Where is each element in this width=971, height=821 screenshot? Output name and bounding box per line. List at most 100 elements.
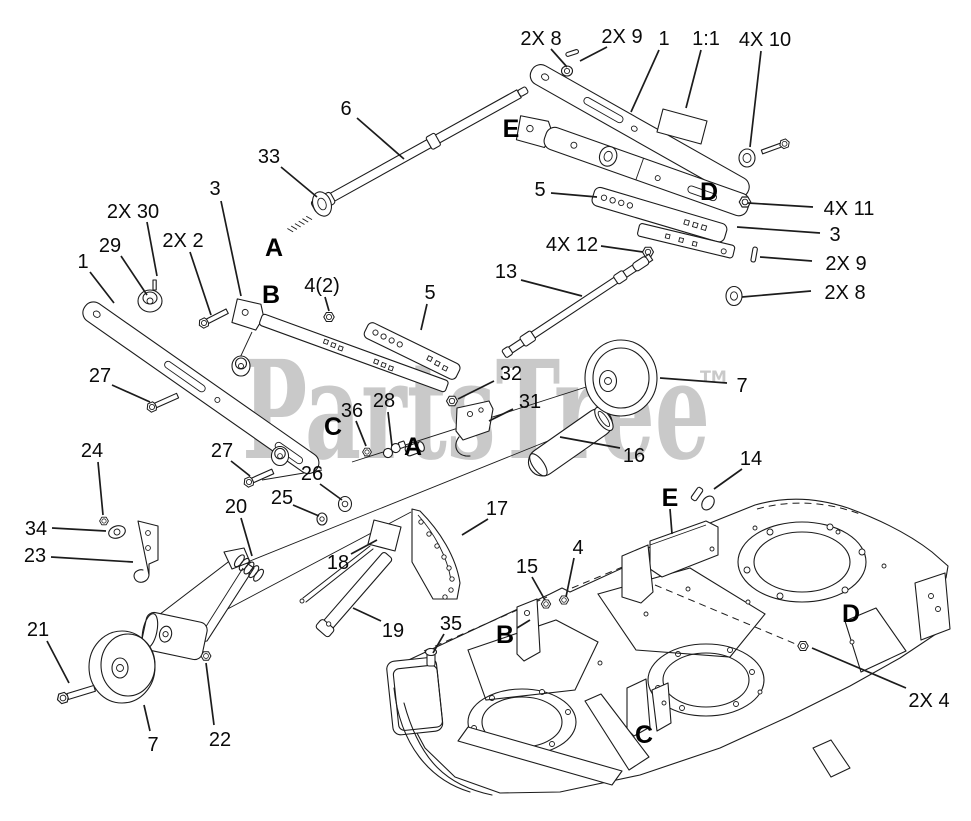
sector-plate-17 — [411, 508, 461, 600]
bushing-upper — [231, 355, 251, 377]
callout-14: 14 — [740, 448, 762, 470]
leader-line-4 — [565, 557, 575, 598]
blade-19 — [315, 552, 393, 638]
leader-line-20 — [240, 517, 253, 557]
pin-2x9-top — [565, 49, 580, 57]
callout-2x-30: 2X 30 — [107, 201, 159, 223]
leader-line-4x-10 — [749, 50, 762, 148]
callout-5: 5 — [534, 179, 545, 201]
index-plate-mid-5 — [363, 322, 461, 380]
deck-box-bracket — [386, 657, 444, 736]
leader-line-34 — [51, 527, 107, 532]
deck-chute-curve — [403, 702, 493, 796]
callout-36: 36 — [341, 400, 363, 422]
nut-4x11 — [738, 196, 752, 208]
bushing-lower — [270, 445, 290, 467]
leader-line-31 — [488, 408, 514, 422]
spindle-ring-middle — [647, 643, 765, 717]
callout-4x-11: 4X 11 — [824, 198, 875, 220]
callout-2x-4: 2X 4 — [908, 690, 949, 712]
index-plate-right-5 — [591, 186, 728, 243]
leader-line-4(2) — [324, 296, 330, 312]
leader-line-7 — [143, 704, 151, 732]
callout-16: 16 — [623, 445, 645, 467]
leader-line-18 — [350, 539, 378, 555]
bolt-27-lower — [241, 468, 275, 489]
deck-bracket-tall — [621, 544, 654, 604]
callout-3: 3 — [829, 224, 840, 246]
callout-b: B — [262, 281, 280, 309]
nut-24 — [99, 516, 109, 526]
callout-2x-8: 2X 8 — [520, 28, 561, 50]
caster-arm-assembly — [55, 547, 265, 706]
wheel-7-left — [88, 630, 156, 704]
support-bracket-right-3 — [637, 223, 736, 259]
callout-e: E — [662, 484, 679, 512]
callout-b: B — [496, 621, 514, 649]
callout-24: 24 — [81, 440, 103, 462]
leader-line-29 — [120, 255, 148, 296]
leader-line-5 — [550, 192, 598, 198]
leader-line-4x-11 — [747, 202, 814, 208]
deck-opening-left — [467, 619, 599, 701]
leader-line-24 — [97, 461, 104, 516]
shaft-13 — [501, 253, 654, 358]
callout-d: D — [700, 178, 718, 206]
leader-line-19 — [352, 607, 382, 622]
lift-shaft-6 — [287, 86, 529, 233]
callout-4x-12: 4X 12 — [546, 234, 598, 256]
leader-line-b — [516, 619, 531, 629]
callout-c: C — [635, 721, 653, 749]
callout-3: 3 — [209, 178, 220, 200]
callout-2x-9: 2X 9 — [825, 253, 866, 275]
leader-line-6 — [356, 117, 405, 160]
nut-4 — [558, 595, 570, 605]
knob-29 — [137, 289, 163, 313]
callout-1: 1 — [658, 28, 669, 50]
leader-line-1 — [630, 49, 660, 113]
callout-1:1: 1:1 — [692, 28, 720, 50]
threaded-end-a — [287, 215, 313, 233]
callout-35: 35 — [440, 613, 462, 635]
callout-20: 20 — [225, 496, 247, 518]
bolt-2x2 — [196, 308, 229, 330]
leader-line-25 — [292, 504, 320, 517]
deck-baffle-small — [812, 739, 851, 778]
leader-line-4x-12 — [600, 245, 644, 253]
leader-line-7 — [659, 377, 728, 384]
callout-18: 18 — [327, 552, 349, 574]
callout-2x-8: 2X 8 — [824, 282, 865, 304]
leader-line-27 — [111, 384, 151, 403]
leader-line-14 — [713, 468, 743, 490]
leader-line-2x-9 — [759, 256, 813, 262]
leader-line-2x-8 — [741, 290, 812, 298]
callout-7: 7 — [736, 375, 747, 397]
leader-line-16 — [559, 436, 621, 449]
leader-line-21 — [46, 640, 70, 684]
bolt-21 — [55, 684, 96, 706]
mower-deck — [386, 486, 951, 796]
washer-34 — [108, 525, 126, 539]
leader-line-1:1 — [685, 49, 702, 109]
lift-arm-left-1 — [82, 279, 320, 475]
callout-2x-9: 2X 9 — [601, 26, 642, 48]
wheel-7-right — [584, 339, 658, 417]
deck-reinforcement-strip — [457, 726, 623, 786]
leader-line-3 — [220, 200, 242, 297]
callout-4(2): 4(2) — [304, 275, 340, 297]
upper-lift-arm-right — [529, 49, 750, 199]
leader-line-3 — [736, 226, 821, 234]
callout-2x-2: 2X 2 — [162, 230, 203, 252]
leader-line-28 — [387, 411, 393, 447]
callout-32: 32 — [500, 363, 522, 385]
callout-22: 22 — [209, 729, 231, 751]
washer-2x8-right — [725, 285, 743, 307]
callout-1: 1 — [77, 251, 88, 273]
callout-6: 6 — [340, 98, 351, 120]
callout-4x-10: 4X 10 — [739, 29, 791, 51]
callout-5: 5 — [424, 282, 435, 304]
leader-line-36 — [355, 420, 367, 447]
leader-line-22 — [205, 662, 215, 726]
